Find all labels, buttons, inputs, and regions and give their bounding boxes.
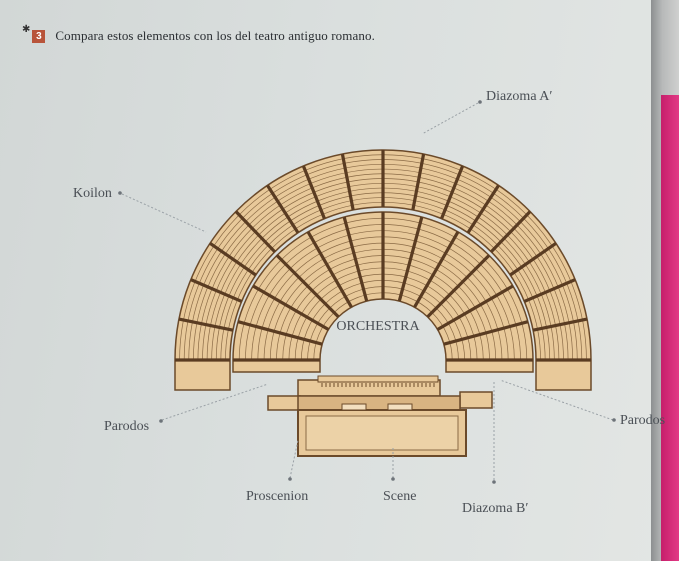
stair (178, 317, 234, 332)
door-1 (341, 403, 367, 411)
instruction-text: Compara estos elementos con los del teat… (55, 28, 375, 43)
stair (237, 320, 323, 346)
leader-parodos-left (161, 383, 269, 421)
stair (443, 320, 529, 346)
wing-left (267, 395, 301, 411)
stair (209, 242, 257, 277)
radial-stairs (175, 150, 591, 362)
dot-diazoma-b (492, 480, 496, 484)
pink-page-tab (661, 95, 679, 561)
stair (523, 278, 576, 303)
dot-scene (391, 477, 395, 481)
stair (413, 231, 460, 308)
stage-platform (297, 395, 461, 411)
stair (490, 210, 532, 253)
orchestra-label: ORCHESTRA (336, 319, 420, 334)
star-icon: ✱ (22, 23, 31, 35)
number-badge: 3 (32, 29, 46, 43)
label-diazoma-b: Diazoma B′ (462, 501, 528, 516)
stage-ticks (321, 383, 435, 387)
door-2 (387, 403, 413, 411)
stair (397, 216, 424, 302)
stair (426, 254, 491, 318)
label-koilon: Koilon (73, 186, 112, 201)
stair (466, 184, 500, 234)
label-scene: Scene (383, 489, 416, 504)
label-proscenion: Proscenion (246, 489, 308, 504)
stair (301, 165, 326, 220)
leader-lines (121, 102, 614, 480)
dot-parodos-left (159, 419, 163, 423)
stair (266, 184, 300, 234)
label-diazoma-a: Diazoma A′ (486, 89, 552, 104)
outer-seating-band (174, 149, 592, 391)
stage-building (267, 375, 493, 457)
dot-parodos-right (612, 418, 616, 422)
dot-diazoma-a (478, 100, 482, 104)
leader-koilon (121, 193, 207, 233)
stair (436, 284, 514, 331)
stair (306, 231, 353, 308)
scene-inner-panel (305, 415, 459, 451)
wing-right (459, 391, 493, 409)
label-parodos-left: Parodos (104, 419, 149, 434)
dot-proscenion (288, 477, 292, 481)
stair (190, 278, 243, 303)
leader-dots (118, 100, 616, 484)
stair (440, 165, 465, 220)
proscenion-top-ledge (317, 375, 439, 383)
stair (342, 216, 369, 302)
stair (509, 242, 557, 277)
leader-diazoma-a (421, 102, 479, 135)
stair (252, 284, 330, 331)
leader-proscenion (289, 439, 299, 479)
stair (275, 254, 340, 318)
label-parodos-right: Parodos (620, 413, 665, 428)
stair (411, 153, 426, 211)
stair (340, 153, 355, 211)
dot-koilon (118, 191, 122, 195)
stair (234, 210, 276, 253)
stair (532, 317, 588, 332)
instruction: ✱ 3 Compara estos elementos con los del … (22, 23, 375, 46)
